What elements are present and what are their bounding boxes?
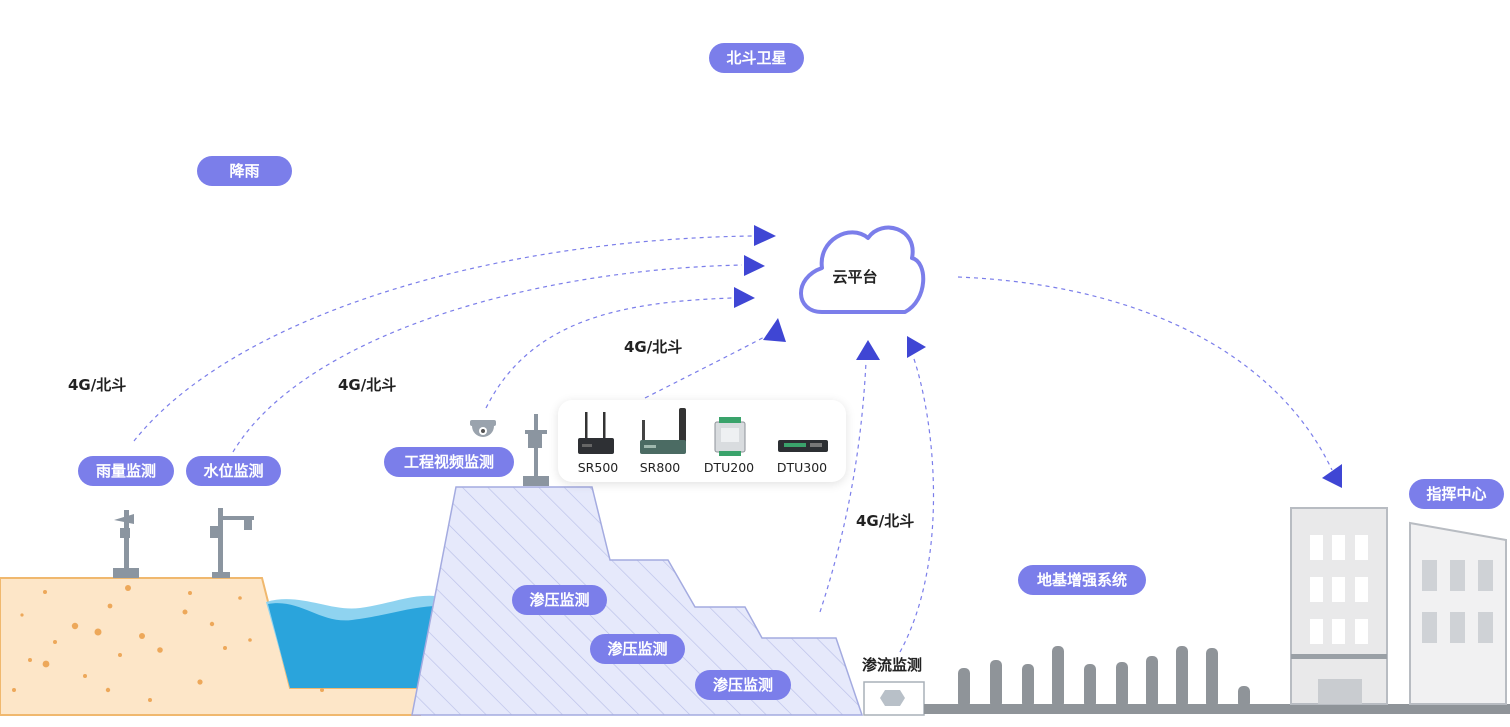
- dam-body: [411, 486, 864, 716]
- seepage-pressure-pill-2: 渗压监测: [590, 634, 685, 664]
- link-curves: [133, 235, 1333, 653]
- gbas-pill: 地基增强系统: [1018, 565, 1146, 595]
- sr800-router-icon: [640, 408, 686, 454]
- arrowhead-6: [907, 336, 926, 358]
- seepage-flow-sensor-icon: [880, 690, 905, 706]
- command-center-pill: 指挥中心: [1409, 479, 1504, 509]
- link-label-3: 4G/北斗: [624, 338, 683, 356]
- video-monitor-pill: 工程视频监测: [384, 447, 514, 477]
- arrowhead-3: [734, 287, 755, 308]
- water-level-station: [210, 508, 254, 578]
- link-curve-video: [485, 297, 733, 409]
- gbas-towers: [958, 646, 1250, 708]
- dtu200-modem-icon: [714, 417, 746, 456]
- arrowhead-2: [744, 255, 765, 276]
- rain-pill: 降雨: [197, 156, 292, 186]
- link-label-4: 4G/北斗: [856, 512, 915, 530]
- video-pole: [523, 414, 549, 486]
- device-panel: SR500 SR800 DTU200 DTU300: [558, 400, 846, 482]
- link-label-1: 4G/北斗: [68, 376, 127, 394]
- link-curve-seepage-flow: [899, 355, 935, 653]
- device-label-dtu300: DTU300: [776, 460, 828, 475]
- device-label-sr800: SR800: [639, 460, 681, 475]
- seepage-pressure-pill-3: 渗压监测: [695, 670, 791, 700]
- link-curve-water: [232, 264, 743, 453]
- device-label-sr500: SR500: [577, 460, 619, 475]
- link-label-2: 4G/北斗: [338, 376, 397, 394]
- arrowhead-1: [754, 225, 776, 246]
- soil-speckles: [12, 585, 324, 702]
- dtu300-modem-icon: [778, 440, 828, 452]
- water-level-monitor-pill: 水位监测: [186, 456, 281, 486]
- arrowhead-4: [763, 318, 786, 342]
- arrowheads: [734, 225, 1342, 488]
- satellite-pill: 北斗卫星: [709, 43, 804, 73]
- command-center-building-2: [1409, 521, 1507, 705]
- sr500-router-icon: [578, 412, 614, 454]
- link-curve-center: [957, 276, 1333, 471]
- cloud-platform-label: 云平台: [832, 268, 878, 286]
- link-curve-rain: [133, 235, 753, 442]
- rain-gauge-monitor-pill: 雨量监测: [78, 456, 174, 486]
- cloud-icon: [799, 225, 926, 314]
- seepage-flow-label: 渗流监测: [862, 656, 923, 674]
- link-curve-devices: [644, 333, 771, 399]
- arrowhead-5: [856, 340, 880, 360]
- ground-strip: [924, 704, 1510, 714]
- seepage-pressure-pill-1: 渗压监测: [512, 585, 607, 615]
- rain-gauge-station: [113, 510, 139, 578]
- arrowhead-7: [1322, 464, 1342, 488]
- command-center-building-1: [1290, 507, 1388, 705]
- water-front: [268, 603, 434, 688]
- device-icons: [578, 408, 828, 456]
- link-curve-seepage: [819, 361, 867, 613]
- camera-icon: [470, 420, 496, 437]
- device-label-dtu200: DTU200: [703, 460, 755, 475]
